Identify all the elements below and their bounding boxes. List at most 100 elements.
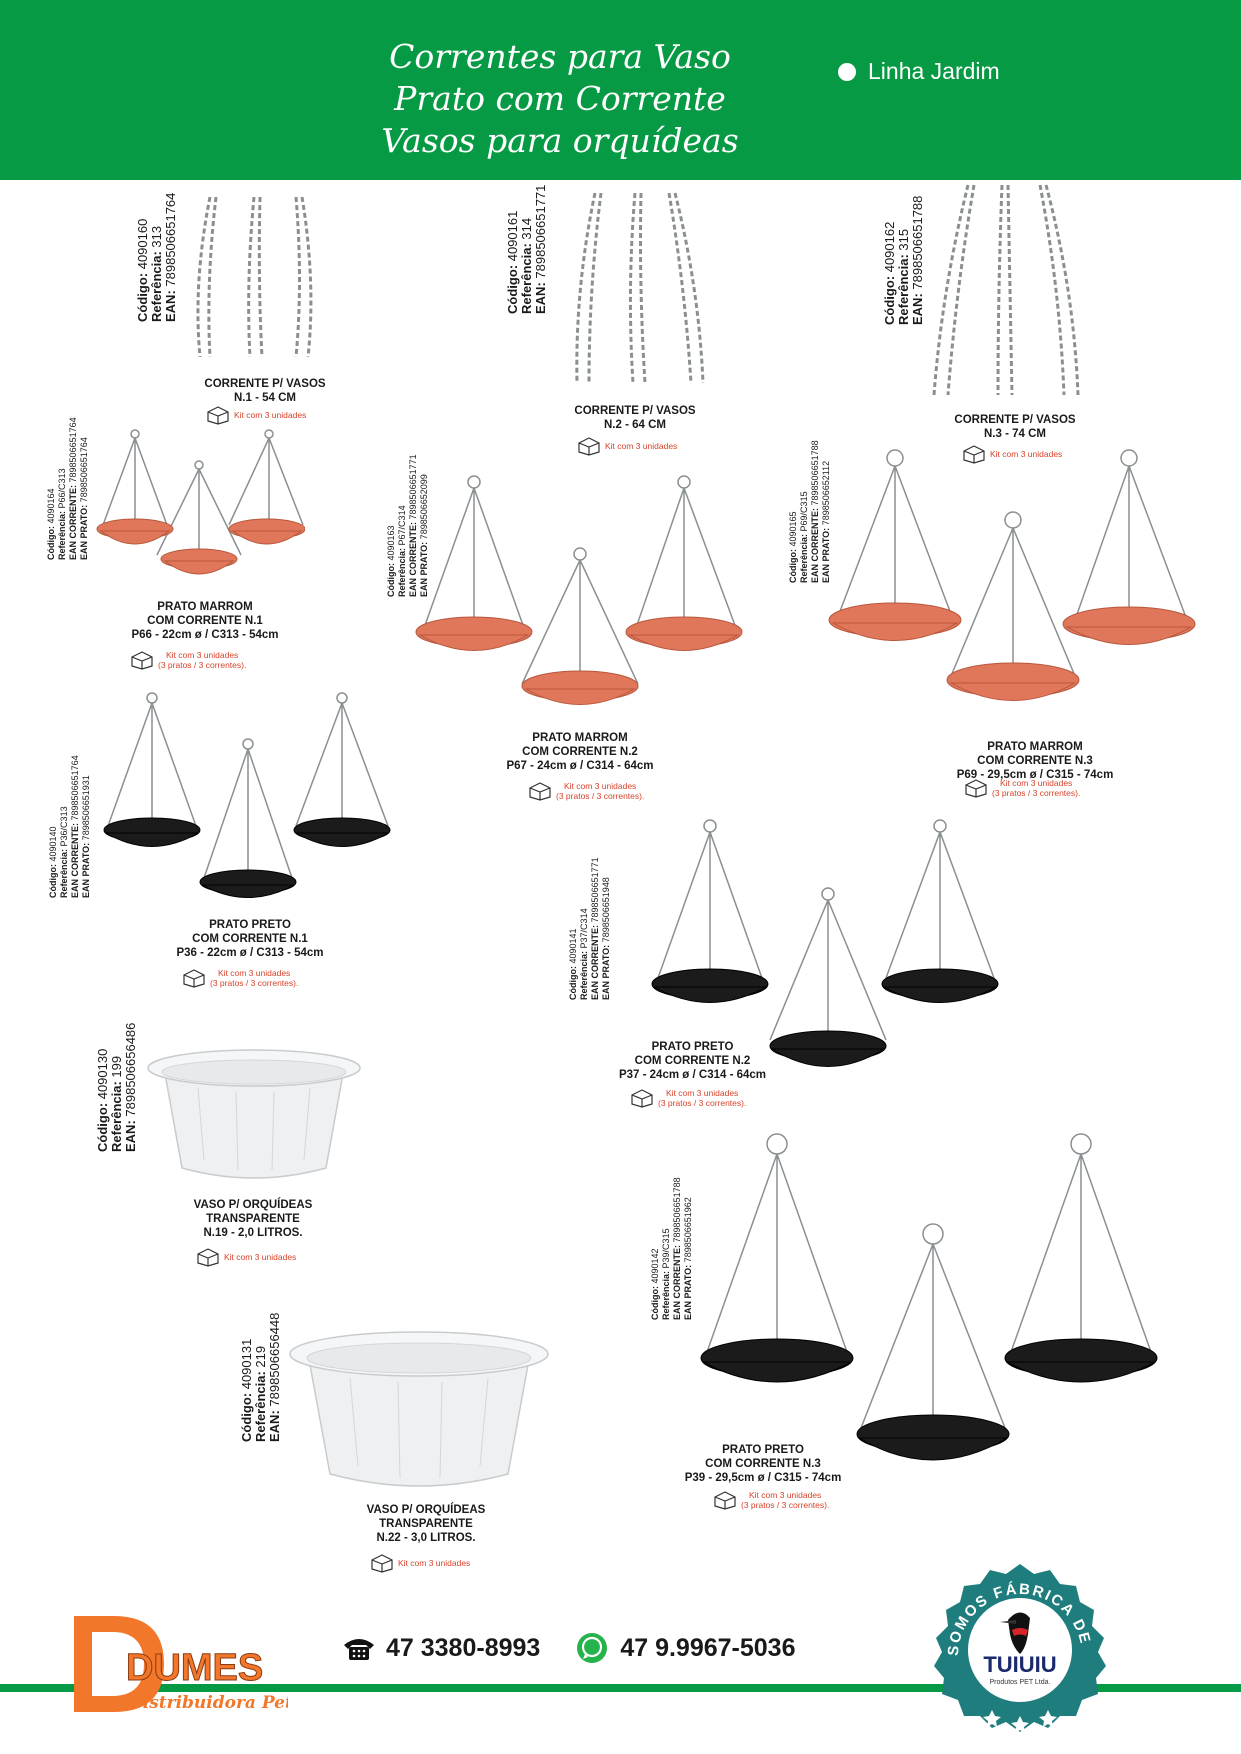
box-icon (578, 437, 600, 456)
product-text: EAN CORRENTE: (70, 822, 80, 898)
product-text: Referência: (59, 848, 69, 898)
bullet-icon (838, 62, 856, 81)
product-codes-c1: Código: 4090160 Referência: 313 EAN: 789… (135, 193, 178, 322)
kit-note-v19: Kit com 3 unidades (196, 1247, 296, 1267)
product-text: Kit com 3 unidades(3 pratos / 3 corrente… (741, 1490, 829, 1510)
product-text: Referência: 315 (896, 196, 911, 325)
product-text: EAN PRATO: (683, 1264, 693, 1320)
product-text: Referência: (896, 254, 911, 325)
product-text: 7898506651764 (70, 755, 80, 821)
plate-image-pm1 (96, 429, 305, 575)
tuiuiu-badge: SOMOS FÁBRICA DE MISTURAS TUIUIU Produto… (923, 1547, 1110, 1745)
product-text: N.19 - 2,0 LITROS. (203, 1227, 303, 1239)
product-text: 4090140 (48, 826, 58, 862)
product-text: Referência: P67/C314 (397, 454, 408, 597)
plate-image-pp3 (700, 1133, 1158, 1461)
product-text: CORRENTE P/ VASOS (954, 414, 1076, 426)
kit-note-pp1: Kit com 3 unidades(3 pratos / 3 corrente… (182, 968, 298, 988)
product-text: 4090161 (505, 210, 520, 262)
box-icon (965, 779, 987, 798)
product-codes-pm1: Código: 4090164 Referência: P66/C313 EAN… (46, 417, 90, 560)
product-text: EAN CORRENTE: (810, 507, 820, 583)
product-codes-c3: Código: 4090162 Referência: 315 EAN: 789… (882, 196, 925, 325)
whatsapp-number: 47 9.9967-5036 (620, 1633, 796, 1662)
kit-note-v22: Kit com 3 unidades (370, 1553, 470, 1573)
box-icon (714, 1491, 736, 1510)
chain-image-c3 (932, 184, 1080, 396)
product-text: Referência: 314 (519, 185, 534, 314)
product-text: P69 - 29,5cm ø / C315 - 74cm (956, 769, 1114, 781)
product-text: Código: (650, 1286, 660, 1320)
box-icon (963, 445, 985, 464)
product-text: P37/C314 (579, 908, 589, 949)
product-text: EAN: 7898506651771 (533, 185, 548, 314)
product-text: EAN: 7898506656448 (267, 1313, 282, 1442)
product-text: Código: (46, 526, 56, 560)
whatsapp-icon (577, 1633, 608, 1663)
product-text: CORRENTE P/ VASOS (204, 378, 326, 390)
product-text: EAN: (533, 282, 548, 314)
product-text: Referência: (397, 547, 407, 597)
product-text: (3 pratos / 3 correntes). (658, 1098, 747, 1108)
product-text: Referência: (519, 243, 534, 314)
product-text: EAN CORRENTE: 7898506651788 (672, 1177, 683, 1320)
product-text: Código: (95, 1102, 110, 1152)
product-text: COM CORRENTE N.3 (977, 755, 1093, 767)
badge-brand: TUIUIU (983, 1652, 1056, 1677)
kit-note-c3: Kit com 3 unidades (962, 444, 1062, 464)
product-text: (3 pratos / 3 correntes). (158, 660, 247, 670)
product-text: 4090131 (239, 1338, 254, 1390)
box-icon (631, 1089, 653, 1108)
line-tag: Linha Jardim (838, 58, 1000, 85)
product-text: 314 (519, 217, 534, 240)
product-text: 4090142 (650, 1248, 660, 1284)
product-text: EAN: 7898506651764 (163, 193, 178, 322)
product-text: N.3 - 74 CM (984, 428, 1046, 440)
product-text: EAN CORRENTE: 7898506651788 (810, 440, 821, 583)
dumes-brand-sub: Distribuidora Pet (127, 1693, 288, 1713)
dumes-logo: DUMES Distribuidora Pet (68, 1608, 293, 1723)
product-text: Referência: P66/C313 (57, 417, 68, 560)
product-text: Código: 4090162 (882, 196, 897, 325)
product-text: COM CORRENTE N.1 (192, 933, 308, 945)
box-icon (371, 1554, 393, 1573)
page-title: Correntes para Vaso Prato com Corrente V… (300, 36, 820, 162)
product-text: Referência: (253, 1371, 268, 1442)
telephone-icon (344, 1639, 374, 1660)
product-text: Referência: P37/C314 (579, 857, 590, 1000)
product-text: Código: (48, 864, 58, 898)
tuiuiu-badge-graphic: SOMOS FÁBRICA DE MISTURAS TUIUIU Produto… (923, 1547, 1106, 1733)
product-text: EAN CORRENTE: (672, 1244, 682, 1320)
product-text: Código: 4090130 (95, 1023, 110, 1152)
product-text: Referência: 199 (109, 1023, 124, 1152)
product-text: 315 (896, 228, 911, 251)
product-text: EAN PRATO: (79, 504, 89, 560)
product-text: 219 (253, 1345, 268, 1368)
dumes-brand-text: DUMES (126, 1647, 263, 1689)
product-text: P66 - 22cm ø / C313 - 54cm (131, 629, 279, 641)
product-text: COM CORRENTE N.2 (634, 1055, 751, 1067)
badge-brand-sub: Produtos PET Ltda. (990, 1679, 1051, 1686)
box-icon (207, 406, 229, 425)
product-text: P39 - 29,5cm ø / C315 - 74cm (684, 1472, 842, 1484)
product-text: P36 - 22cm ø / C313 - 54cm (176, 947, 324, 959)
product-text: Kit com 3 unidades(3 pratos / 3 corrente… (658, 1088, 746, 1108)
plate-image-pp1 (103, 692, 391, 898)
product-codes-c2: Código: 4090161 Referência: 314 EAN: 789… (505, 185, 548, 314)
product-text: 4090162 (882, 221, 897, 273)
product-text: COM CORRENTE N.2 (522, 746, 638, 758)
product-text: Referência: (661, 1270, 671, 1320)
product-text: (3 pratos / 3 correntes). (992, 788, 1081, 798)
product-text: Kit com 3 unidades (666, 1088, 739, 1098)
kit-note-pm3: Kit com 3 unidades(3 pratos / 3 corrente… (964, 778, 1080, 798)
product-text: 7898506651931 (81, 775, 91, 841)
product-text: Código: 4090141 (568, 857, 579, 1000)
product-text: Kit com 3 unidades (398, 1558, 471, 1568)
kit-note-pp3: Kit com 3 unidades(3 pratos / 3 corrente… (713, 1490, 829, 1510)
product-text: Referência: 313 (149, 193, 164, 322)
product-text: Código: (788, 549, 798, 583)
